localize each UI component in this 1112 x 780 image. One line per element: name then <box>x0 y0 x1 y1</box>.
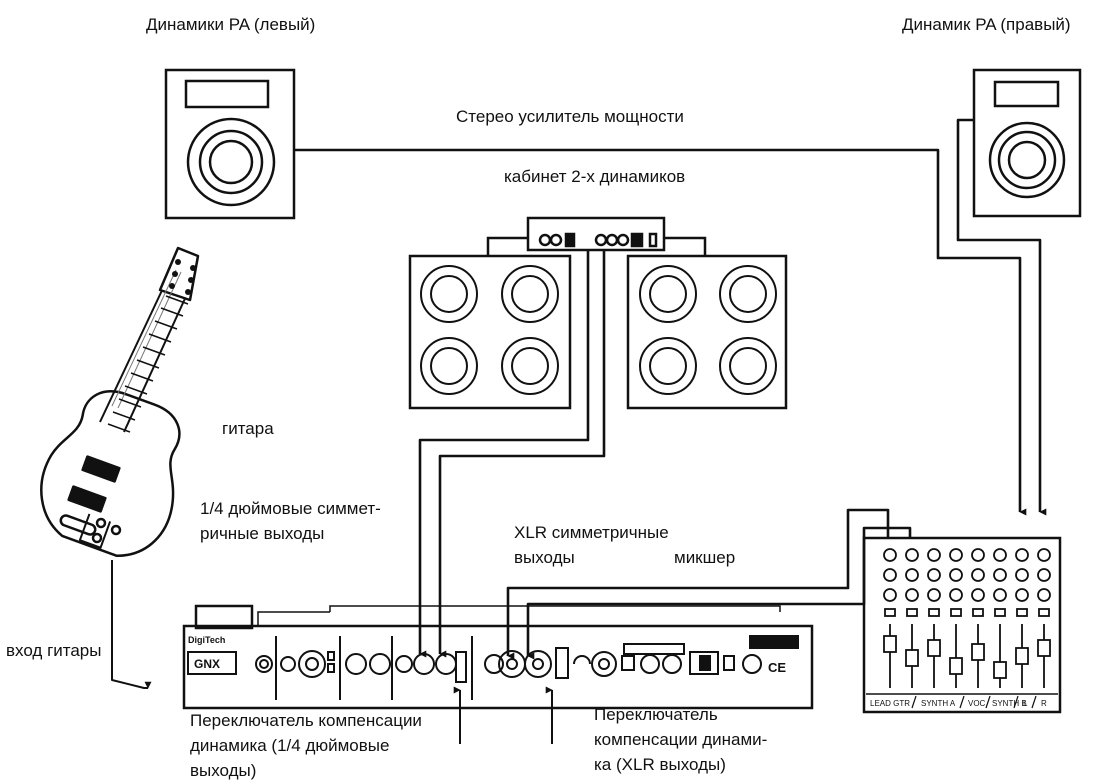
mixer-channel-0: LEAD GTR <box>870 699 910 708</box>
cable-xlr-left <box>506 508 890 660</box>
electric-guitar-icon <box>40 246 200 558</box>
label-comp-switch-xlr-line-3: ка (XLR выходы) <box>594 755 726 774</box>
pa-speaker-left-icon <box>164 68 296 220</box>
label-guitar-input: вход гитары <box>6 641 102 660</box>
label-power-amp: Стерео усилитель мощности <box>456 107 684 126</box>
label-xlr-outputs: XLR симметричные выходы <box>514 520 669 570</box>
label-mixer: микшер <box>674 548 736 567</box>
label-speaker-left: Динамики PA (левый) <box>146 15 316 34</box>
pa-speaker-right-icon <box>972 68 1082 218</box>
label-xlr-outputs-line-1: XLR симметричные <box>514 523 669 542</box>
cable-guitar <box>111 560 152 689</box>
label-speaker-right: Динамик PA (правый) <box>902 15 1071 34</box>
label-quarter-outputs-line-2: ричные выходы <box>200 524 325 543</box>
mixer-channel-2: VOC <box>968 699 986 708</box>
ce-mark: CE <box>768 660 786 675</box>
label-comp-switch-xlr: Переключатель компенсации динами- ка (XL… <box>594 702 767 777</box>
label-comp-switch-quarter-line-1: Переключатель компенсации <box>190 711 422 730</box>
label-comp-switch-quarter-line-3: выходы) <box>190 761 257 780</box>
label-quarter-outputs: 1/4 дюймовые симмет- ричные выходы <box>200 496 381 546</box>
model-logo: GNX <box>194 657 220 671</box>
speaker-cabinet-icon <box>408 216 788 410</box>
label-cabinet: кабинет 2-х динамиков <box>504 167 686 186</box>
label-comp-switch-quarter: Переключатель компенсации динамика (1/4 … <box>190 708 422 780</box>
cable-cabinet-left <box>418 250 590 658</box>
cable-cabinet-right <box>438 250 606 658</box>
mixer-channel-3: SYNTH B <box>992 699 1027 708</box>
cable-pa-right <box>956 118 1047 516</box>
amp-knobs <box>538 232 658 248</box>
mixer-channel-4: L <box>1023 699 1028 708</box>
cables <box>111 118 1047 744</box>
cable-pa-left <box>294 148 1027 516</box>
mixer-channel-strip <box>911 695 1037 709</box>
guitar-processor-icon: DigiTech GNX <box>182 604 814 710</box>
cable-xlr-right <box>526 526 912 660</box>
label-comp-switch-quarter-line-2: динамика (1/4 дюймовые <box>190 736 390 755</box>
brand-logo: DigiTech <box>188 635 225 645</box>
label-comp-switch-xlr-line-2: компенсации динами- <box>594 730 768 749</box>
mixer-icon: LEAD GTR SYNTH A VOC SYNTH B L R <box>862 536 1062 714</box>
label-quarter-outputs-line-1: 1/4 дюймовые симмет- <box>200 499 381 518</box>
label-guitar: гитара <box>222 419 274 438</box>
mixer-channel-1: SYNTH A <box>921 699 956 708</box>
label-xlr-outputs-line-2: выходы <box>514 548 575 567</box>
mixer-channel-5: R <box>1041 699 1047 708</box>
label-comp-switch-xlr-line-1: Переключатель <box>594 705 718 724</box>
